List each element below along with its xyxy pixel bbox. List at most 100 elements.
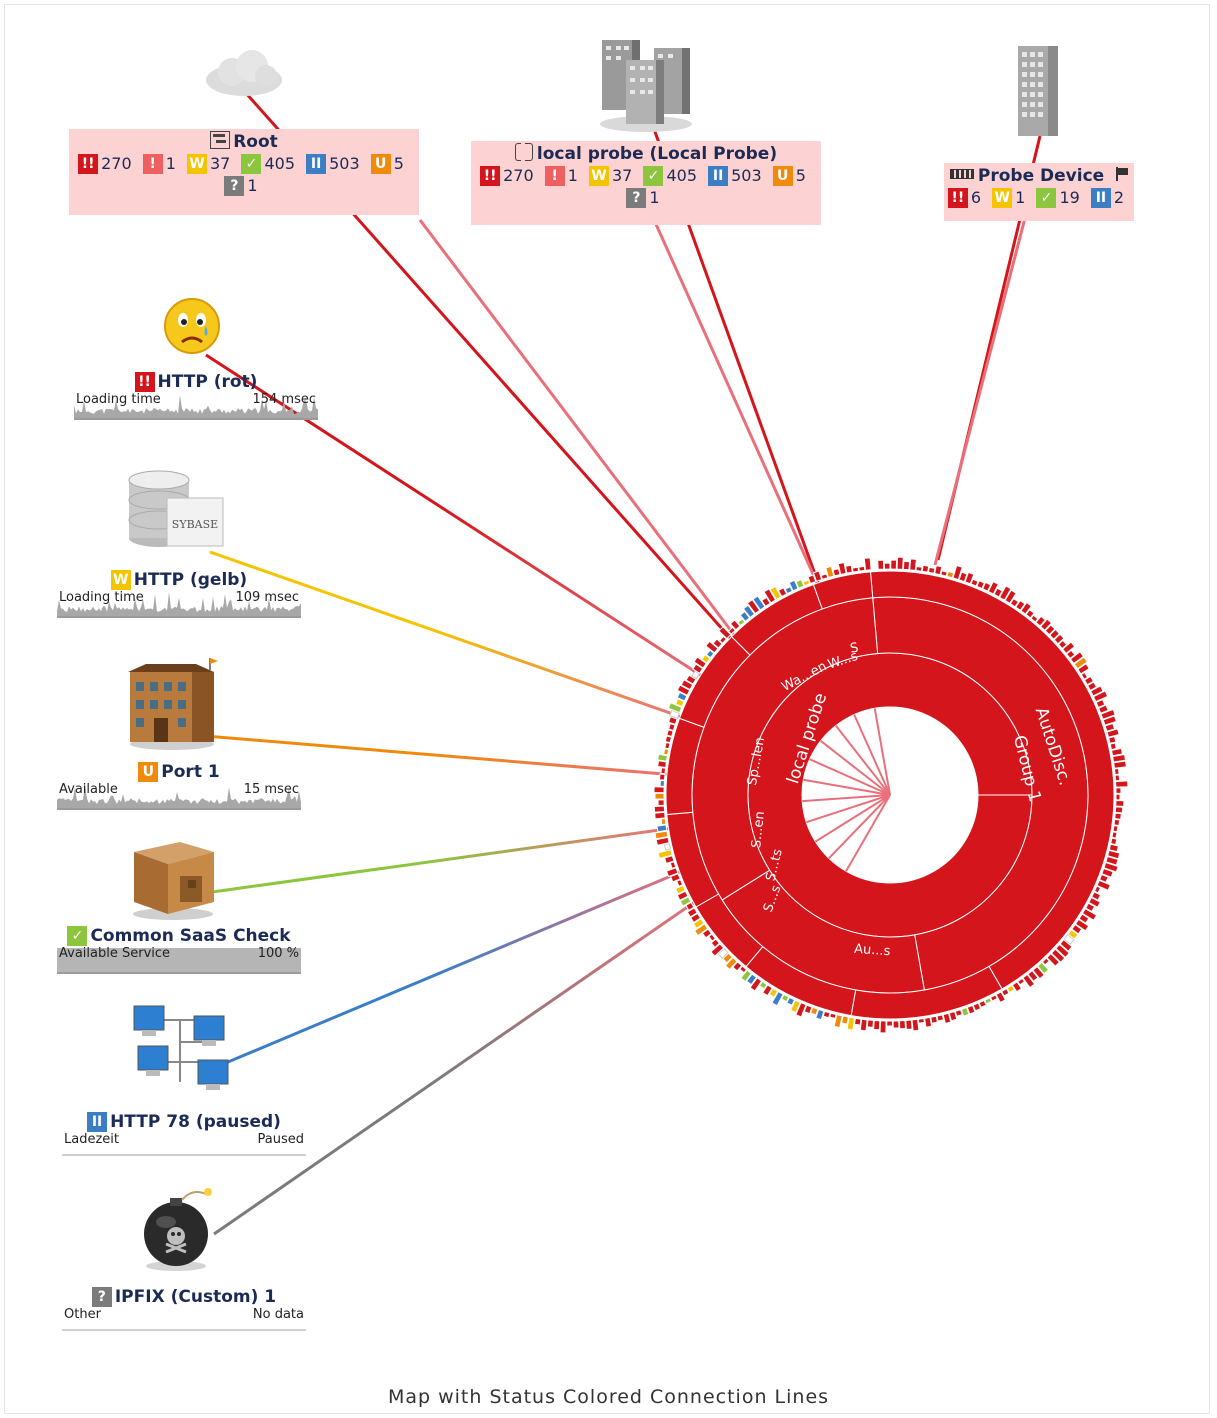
- sunburst-segment[interactable]: [989, 994, 998, 1002]
- sunburst-segment[interactable]: [717, 947, 729, 959]
- sunburst-segment[interactable]: [676, 691, 688, 702]
- sunburst-segment[interactable]: [685, 674, 697, 685]
- sunburst-segment[interactable]: [708, 933, 717, 942]
- sunburst-segment[interactable]: [946, 570, 955, 579]
- sunburst-segment[interactable]: [654, 792, 665, 800]
- sunburst-segment[interactable]: [936, 1014, 945, 1022]
- sunburst-segment[interactable]: [1088, 896, 1101, 908]
- sunburst-segment[interactable]: [892, 1020, 900, 1029]
- sunburst-segment[interactable]: [1063, 934, 1075, 945]
- sunburst-segment[interactable]: [1000, 988, 1010, 997]
- sunburst-segment[interactable]: [810, 1006, 819, 1016]
- sunburst-segment[interactable]: [1098, 873, 1109, 883]
- sunburst-segment[interactable]: [1015, 599, 1026, 612]
- sunburst-segment[interactable]: [1089, 685, 1104, 697]
- sunburst-segment[interactable]: [1113, 760, 1127, 769]
- sunburst-segment[interactable]: [679, 896, 692, 907]
- sunburst-segment[interactable]: [960, 1006, 970, 1017]
- sunburst-segment[interactable]: [1093, 885, 1102, 894]
- sunburst-segment[interactable]: [1081, 907, 1098, 921]
- sunburst-segment[interactable]: [712, 638, 723, 649]
- sunburst-segment[interactable]: [1020, 601, 1033, 615]
- sunburst-segment[interactable]: [1046, 952, 1061, 967]
- sunburst-segment[interactable]: [1032, 965, 1045, 980]
- sunburst-segment[interactable]: [883, 562, 891, 570]
- sunburst-segment[interactable]: [909, 558, 917, 571]
- sunburst-segment[interactable]: [1100, 708, 1116, 720]
- sunburst-segment[interactable]: [664, 735, 673, 744]
- sensor-common-saas-check[interactable]: ✓Common SaaS Check Available Service 100…: [57, 926, 301, 974]
- sunburst-segment[interactable]: [1071, 923, 1083, 935]
- sunburst-segment[interactable]: [1104, 722, 1116, 732]
- sunburst-segment[interactable]: [1114, 774, 1121, 782]
- sunburst-segment[interactable]: [846, 1016, 856, 1031]
- sunburst-segment[interactable]: [654, 830, 669, 840]
- sunburst-segment[interactable]: [934, 565, 943, 576]
- sunburst-segment[interactable]: [666, 729, 674, 738]
- sunburst-segment[interactable]: [1113, 818, 1121, 827]
- sunburst-segment[interactable]: [898, 1019, 907, 1030]
- sunburst-segment[interactable]: [978, 999, 987, 1008]
- sunburst-segment[interactable]: [676, 890, 689, 901]
- sunburst-segment[interactable]: [777, 587, 788, 598]
- sunburst-segment[interactable]: [1074, 918, 1090, 932]
- sunburst-segment[interactable]: [879, 1020, 887, 1034]
- sunburst-segment[interactable]: [1105, 855, 1119, 866]
- sunburst-segment[interactable]: [1078, 913, 1090, 924]
- sunburst-segment[interactable]: [958, 571, 968, 583]
- sunburst-segment[interactable]: [1095, 698, 1106, 709]
- sunburst-segment[interactable]: [1091, 891, 1102, 901]
- sunburst-segment[interactable]: [722, 952, 734, 964]
- sunburst-segment[interactable]: [970, 578, 979, 587]
- sunburst-segment[interactable]: [768, 987, 779, 998]
- sunburst-segment[interactable]: [981, 581, 992, 592]
- sunburst-segment[interactable]: [1055, 943, 1070, 959]
- sunburst-segment[interactable]: [1115, 787, 1122, 794]
- sunburst-segment[interactable]: [1044, 624, 1056, 636]
- sunburst-segment[interactable]: [692, 663, 704, 674]
- sunburst-segment[interactable]: [660, 767, 667, 775]
- sunburst-segment[interactable]: [658, 773, 666, 781]
- sunburst-segment[interactable]: [742, 604, 756, 619]
- sunburst-segment[interactable]: [680, 679, 694, 691]
- sunburst-segment[interactable]: [820, 573, 829, 580]
- sunburst-segment[interactable]: [657, 760, 667, 769]
- sunburst-segment[interactable]: [1049, 628, 1061, 640]
- sunburst-segment[interactable]: [954, 1009, 963, 1017]
- sunburst-segment[interactable]: [762, 984, 773, 997]
- sunburst-segment[interactable]: [1115, 780, 1129, 788]
- sunburst-segment[interactable]: [692, 918, 705, 930]
- sunburst-segment[interactable]: [784, 586, 794, 595]
- sunburst-segment[interactable]: [795, 1002, 807, 1018]
- sunburst-segment[interactable]: [1108, 735, 1117, 744]
- sunburst-segment[interactable]: [877, 559, 885, 570]
- sunburst-segment[interactable]: [987, 580, 1000, 595]
- sunburst-segment[interactable]: [840, 1015, 850, 1025]
- sunburst-segment[interactable]: [752, 595, 766, 611]
- sunburst-segment[interactable]: [1102, 715, 1117, 726]
- sunburst-segment[interactable]: [710, 938, 721, 948]
- sunburst-segment[interactable]: [1086, 681, 1098, 691]
- sunburst-segment[interactable]: [669, 709, 680, 720]
- sunburst-segment[interactable]: [737, 618, 746, 627]
- sensor-http-rot[interactable]: !!HTTP (rot) Loading time 154 msec: [74, 372, 318, 420]
- sunburst-segment[interactable]: [665, 867, 679, 878]
- sunburst-segment[interactable]: [807, 574, 817, 585]
- sunburst-segment[interactable]: [668, 716, 678, 726]
- sunburst-segment[interactable]: [1053, 633, 1065, 645]
- sunburst-segment[interactable]: [1030, 614, 1039, 623]
- sunburst-segment[interactable]: [674, 884, 686, 895]
- sunburst-segment[interactable]: [911, 1018, 920, 1032]
- sunburst-segment[interactable]: [1006, 984, 1016, 994]
- sunburst-segment[interactable]: [1067, 929, 1079, 940]
- sunburst-segment[interactable]: [1113, 768, 1120, 776]
- sunburst-segment[interactable]: [866, 1019, 874, 1028]
- sunburst-segment[interactable]: [786, 996, 796, 1006]
- sunburst-segment[interactable]: [749, 977, 763, 992]
- sunburst-segment[interactable]: [927, 566, 936, 574]
- sunburst-segment[interactable]: [1103, 861, 1119, 873]
- sunburst-segment[interactable]: [1050, 948, 1066, 963]
- sunburst-segment[interactable]: [1022, 973, 1036, 989]
- sunburst-segment[interactable]: [657, 849, 673, 860]
